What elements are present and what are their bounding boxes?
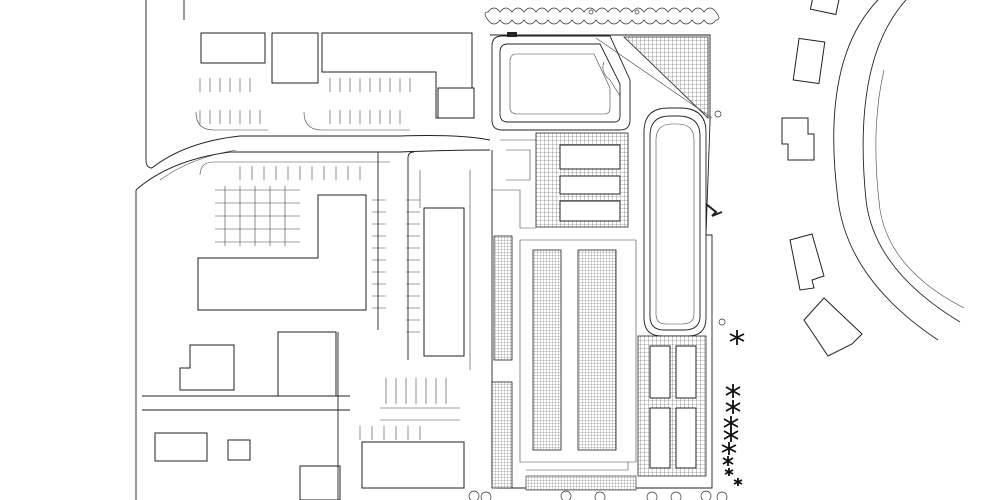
tree-star-1: [729, 330, 745, 345]
house-3: [781, 117, 815, 161]
tree-star-6: [721, 442, 737, 455]
building-nw-1: [200, 32, 266, 64]
building-sw-1: [179, 344, 235, 391]
hatched-roof-northeast: [623, 36, 709, 119]
track-triangle-inner: [499, 43, 621, 123]
building-sw-5: [299, 465, 341, 500]
tree-star-2: [725, 384, 741, 398]
tree-star-4: [723, 416, 739, 430]
hatched-strip-bottom: [525, 475, 637, 491]
track-triangle-outer: [491, 35, 631, 131]
building-sw-3: [154, 432, 208, 462]
building-sw-6: [361, 441, 465, 489]
tree-star-7: [722, 456, 734, 466]
southwest-development: [154, 331, 465, 500]
tree-star-9: [733, 478, 743, 486]
building-l-shape: [197, 194, 367, 311]
hatched-strip-a: [532, 249, 562, 451]
curved-road-east: [833, 0, 965, 341]
hatched-strip-south-west: [491, 381, 513, 489]
west-development: [197, 151, 471, 370]
north-parking-area: [195, 32, 475, 131]
house-5: [803, 297, 863, 357]
tree-star-8: [724, 468, 734, 476]
tree-star-5: [723, 428, 739, 442]
parking-stalls-north: [199, 78, 411, 124]
parking-stalls-south: [359, 378, 460, 440]
house-1: [809, 0, 841, 16]
hatched-strip-west: [493, 235, 513, 361]
parking-stalls-west: [215, 166, 420, 333]
hedge-row: [484, 7, 720, 25]
building-nw-4: [437, 87, 475, 119]
building-central-bar: [423, 207, 465, 357]
house-4: [789, 233, 825, 291]
hatched-strip-b: [577, 249, 617, 451]
building-nw-2: [271, 32, 319, 84]
sculpture-mark: [705, 203, 723, 217]
south-trees: [468, 490, 728, 500]
houses-east: [781, 0, 863, 357]
access-road: [135, 135, 491, 191]
building-sw-2: [277, 331, 337, 397]
tree-star-3: [725, 400, 741, 414]
running-track-outer: [643, 107, 707, 337]
east-trees: [721, 330, 745, 486]
building-sw-4: [227, 439, 251, 461]
house-2: [792, 37, 826, 85]
main-site: [490, 32, 723, 491]
building-nw-3: [321, 32, 473, 119]
